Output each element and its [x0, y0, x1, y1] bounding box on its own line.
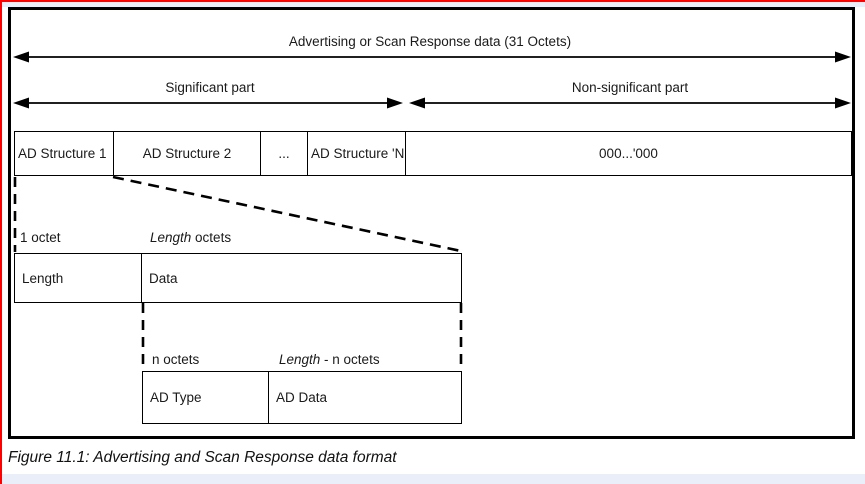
length-octets-rest: octets	[191, 230, 232, 245]
one-octet-label: 1 octet	[20, 230, 61, 245]
adtype-addata-row: AD Type AD Data	[142, 371, 462, 424]
ad-structure-ellipsis-cell: ...	[261, 132, 308, 175]
ad-structure-1-cell: AD Structure 1	[15, 132, 114, 175]
n-octets-label: n octets	[152, 352, 200, 367]
length-octets-italic: Length	[150, 230, 192, 245]
page-bottom-strip	[0, 474, 865, 484]
figure-caption: Figure 11.1: Advertising and Scan Respon…	[8, 449, 397, 466]
ad-structure-2-cell: AD Structure 2	[114, 132, 261, 175]
zero-padding-cell: 000...'000	[599, 146, 658, 161]
length-data-row: Length Data	[14, 253, 462, 303]
length-cell: Length	[15, 254, 142, 302]
ad-type-cell: AD Type	[143, 372, 269, 423]
ad-structure-row: AD Structure 1 AD Structure 2 ... AD Str…	[14, 131, 852, 176]
length-minus-n-rest: - n octets	[320, 352, 380, 367]
length-octets-label: Length octets	[150, 230, 231, 246]
length-minus-n-italic: Length	[279, 352, 321, 367]
ad-data-cell: AD Data	[276, 390, 328, 405]
page-top-strip	[0, 0, 865, 7]
non-significant-part-label: Non-significant part	[571, 80, 689, 95]
length-minus-n-octets-label: Length - n octets	[279, 352, 380, 368]
red-annotation-line-top	[0, 0, 865, 2]
ad-structure-n-cell: AD Structure 'N	[308, 132, 406, 175]
red-annotation-line-left	[0, 0, 2, 484]
total-span-label: Advertising or Scan Response data (31 Oc…	[288, 34, 572, 49]
significant-part-label: Significant part	[165, 80, 255, 95]
data-cell: Data	[149, 270, 178, 286]
